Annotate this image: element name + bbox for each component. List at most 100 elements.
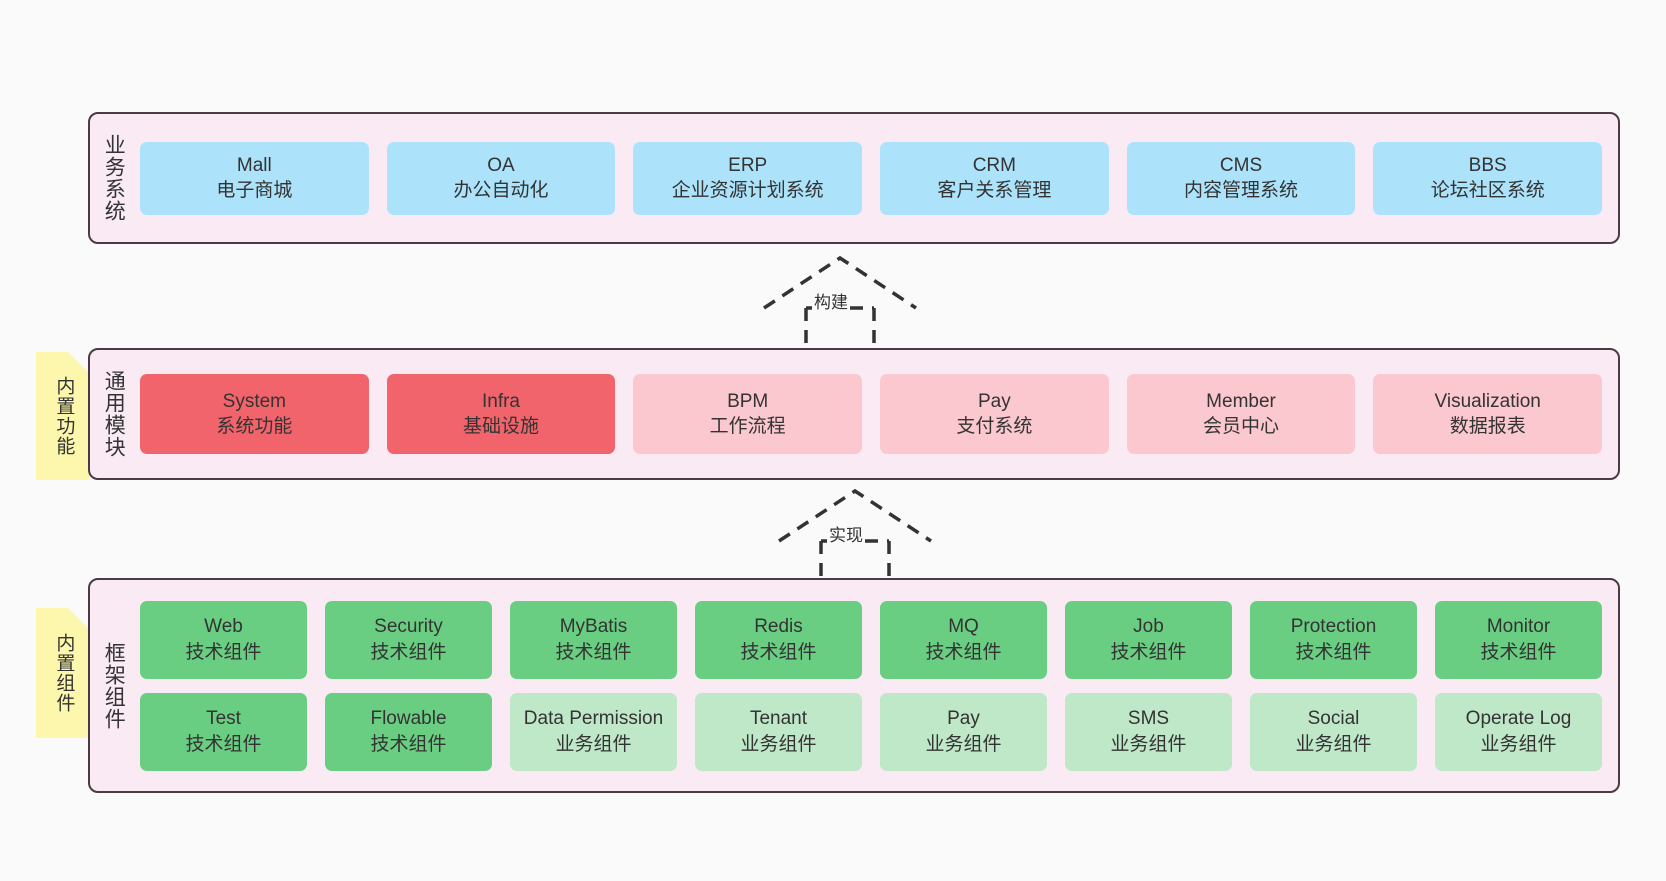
generalization-arrowhead: [763, 255, 917, 310]
node-title: ERP: [728, 154, 768, 176]
node-card-tenant[interactable]: Tenant 业务组件: [695, 692, 862, 771]
node-card-social[interactable]: Social 业务组件: [1250, 692, 1417, 771]
node-subtitle: 内容管理系统: [1184, 180, 1299, 201]
node-subtitle: 技术组件: [1480, 641, 1557, 663]
node-subtitle: 企业资源计划系统: [671, 180, 824, 201]
node-subtitle: 客户关系管理: [937, 180, 1052, 201]
node-title: Web: [204, 616, 243, 638]
node-card-crm[interactable]: CRM 客户关系管理: [880, 141, 1109, 215]
note-builtin-component-label: 内置组件: [53, 633, 75, 713]
node-title: Member: [1206, 390, 1276, 412]
node-title: System: [222, 390, 287, 412]
node-title: Visualization: [1434, 390, 1541, 412]
node-card-infra[interactable]: Infra 基础设施: [386, 374, 616, 454]
node-subtitle: 会员中心: [1203, 416, 1280, 437]
node-card-pay[interactable]: Pay 支付系统: [880, 374, 1109, 454]
node-subtitle: 技术组件: [370, 641, 447, 663]
node-card-redis[interactable]: Redis 技术组件: [695, 600, 862, 679]
node-subtitle: 基础设施: [463, 416, 540, 437]
node-card-system[interactable]: System 系统功能: [140, 374, 369, 454]
node-subtitle: 系统功能: [216, 416, 293, 437]
node-title: Redis: [754, 616, 803, 638]
node-card-operate-log[interactable]: Operate Log 业务组件: [1435, 692, 1602, 771]
node-row: System 系统功能 Infra 基础设施 BPM 工作流程 Pay 支付系统 Member 会…: [140, 374, 1603, 454]
node-subtitle: 技术组件: [1295, 641, 1372, 663]
layer-title-business: 业务系统: [102, 134, 126, 222]
node-card-protection[interactable]: Protection 技术组件: [1250, 600, 1417, 679]
node-title: Test: [206, 708, 241, 730]
layer-common-modules: 通用模块 System 系统功能 Infra 基础设施 BPM 工作流程 Pay 支付系统 Me…: [88, 348, 1620, 480]
node-title: Social: [1307, 708, 1360, 730]
node-card-cms[interactable]: CMS 内容管理系统: [1126, 141, 1356, 215]
node-title: CMS: [1219, 154, 1263, 176]
node-subtitle: 技术组件: [925, 641, 1002, 663]
node-subtitle: 技术组件: [185, 733, 262, 755]
layer-title-frame: 框架组件: [102, 641, 126, 730]
node-title: OA: [487, 154, 515, 176]
node-subtitle: 办公自动化: [453, 180, 549, 201]
connector-implement: 实现: [765, 485, 945, 585]
node-title: Job: [1133, 616, 1164, 638]
node-card-visualization[interactable]: Visualization 数据报表: [1373, 374, 1603, 454]
node-subtitle: 技术组件: [185, 641, 262, 663]
node-subtitle: 业务组件: [1295, 733, 1372, 755]
node-subtitle: 技术组件: [1110, 641, 1187, 663]
node-title: Protection: [1290, 616, 1377, 638]
node-subtitle: 工作流程: [709, 416, 786, 437]
node-title: Pay: [947, 708, 980, 730]
node-card-web[interactable]: Web 技术组件: [140, 600, 307, 679]
node-card-test[interactable]: Test 技术组件: [140, 692, 307, 771]
node-subtitle: 业务组件: [740, 733, 817, 755]
note-builtin-function: 内置功能: [36, 352, 90, 480]
node-subtitle: 技术组件: [740, 641, 817, 663]
node-subtitle: 支付系统: [956, 416, 1033, 437]
node-title: BPM: [727, 390, 769, 412]
node-card-bpm[interactable]: BPM 工作流程: [633, 374, 863, 454]
node-title: Tenant: [749, 708, 808, 730]
note-builtin-component: 内置组件: [36, 608, 90, 738]
node-card-erp[interactable]: ERP 企业资源计划系统: [633, 141, 863, 215]
node-title: CRM: [972, 154, 1016, 176]
node-card-mq[interactable]: MQ 技术组件: [880, 600, 1047, 679]
node-title: BBS: [1468, 154, 1507, 176]
node-card-oa[interactable]: OA 办公自动化: [386, 141, 616, 215]
node-subtitle: 技术组件: [370, 733, 447, 755]
layer-title-common: 通用模块: [102, 370, 126, 458]
node-title: Monitor: [1486, 616, 1551, 638]
node-card-security[interactable]: Security 技术组件: [325, 600, 492, 679]
node-subtitle: 业务组件: [555, 733, 632, 755]
node-subtitle: 业务组件: [1110, 733, 1187, 755]
note-builtin-function-label: 内置功能: [53, 376, 75, 456]
connector-build: 构建: [750, 252, 930, 352]
node-subtitle: 业务组件: [1480, 733, 1557, 755]
connector-label-implement: 实现: [827, 521, 865, 546]
node-subtitle: 数据报表: [1449, 416, 1526, 437]
layer-body-common: System 系统功能 Infra 基础设施 BPM 工作流程 Pay 支付系统 Member 会…: [136, 350, 1618, 478]
node-title: MQ: [948, 616, 979, 638]
node-title: Infra: [481, 390, 521, 412]
connector-label-build: 构建: [812, 288, 850, 313]
node-title: Pay: [977, 390, 1011, 412]
node-card-member[interactable]: Member 会员中心: [1126, 374, 1356, 454]
node-title: Mall: [236, 154, 272, 176]
node-subtitle: 技术组件: [555, 641, 632, 663]
node-card-job[interactable]: Job 技术组件: [1065, 600, 1232, 679]
node-title: Security: [374, 616, 443, 638]
node-title: Operate Log: [1465, 708, 1572, 730]
node-card-monitor[interactable]: Monitor 技术组件: [1435, 600, 1602, 679]
generalization-arrowhead: [778, 488, 932, 543]
